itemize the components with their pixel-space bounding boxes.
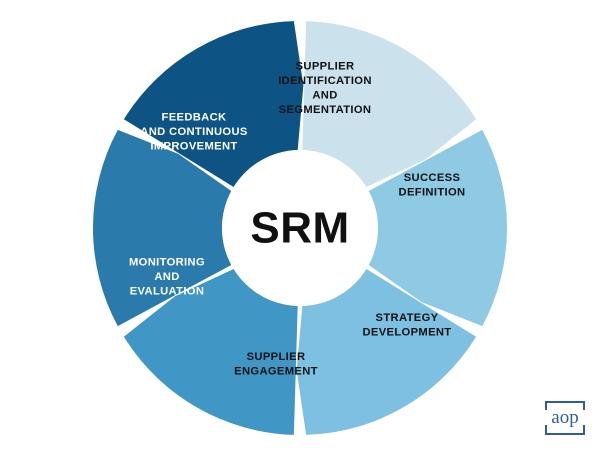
segment-feedback-and-continuous-improvement[interactable] [123,21,304,188]
segment-strategy-development[interactable] [296,268,477,435]
logo-frame-gap-left [544,410,548,425]
logo-text: aop [551,407,579,428]
segment-success-definition[interactable] [368,129,508,327]
segment-supplier-identification-and-segmentation[interactable] [302,21,477,188]
center-hub [222,150,378,306]
segments-group [92,21,508,435]
aop-logo: aop [542,400,588,438]
logo-frame-gap-right [583,410,587,425]
segment-monitoring-and-evaluation[interactable] [92,129,232,327]
segment-supplier-engagement[interactable] [123,268,298,435]
center-title: SRM [250,204,349,253]
